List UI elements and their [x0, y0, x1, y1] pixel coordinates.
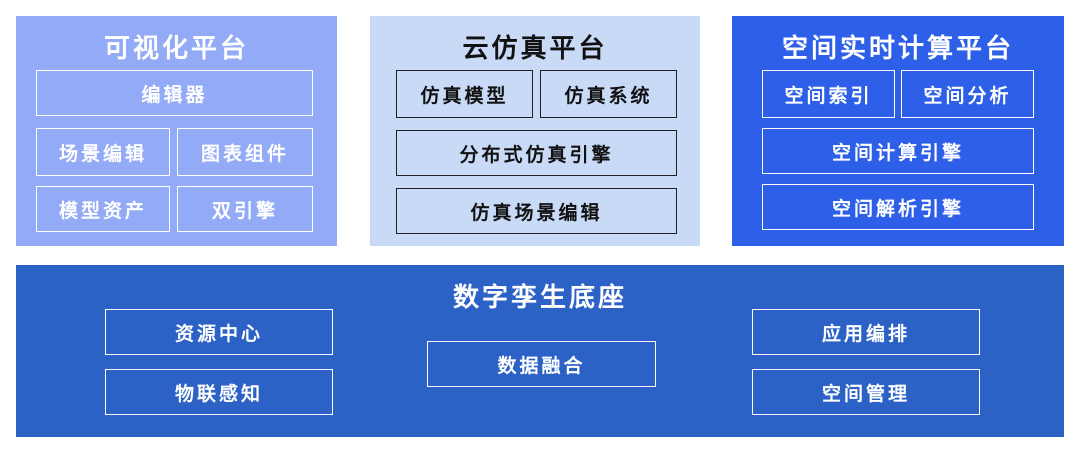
spatial-computing-platform-title: 空间实时计算平台: [781, 34, 1014, 64]
digital-twin-base-title: 数字孪生底座: [452, 283, 627, 313]
data-fusion-box: 数据融合: [427, 341, 656, 387]
spatial-parse-engine-box: 空间解析引擎: [762, 184, 1034, 230]
app-orchestration-box: 应用编排: [752, 309, 980, 355]
space-management-box: 空间管理: [752, 369, 980, 415]
chart-widget-box: 图表组件: [177, 128, 313, 176]
spatial-index-box: 空间索引: [762, 70, 895, 118]
dual-engine-box: 双引擎: [177, 186, 313, 232]
cloud-simulation-platform-title: 云仿真平台: [462, 34, 608, 64]
scene-edit-box: 场景编辑: [36, 128, 170, 176]
iot-perception-box: 物联感知: [105, 369, 333, 415]
spatial-computing-platform-panel: 空间实时计算平台 空间索引 空间分析 空间计算引擎 空间解析引擎: [732, 16, 1064, 246]
spatial-analysis-box: 空间分析: [901, 70, 1034, 118]
editor-box: 编辑器: [36, 70, 313, 116]
sim-system-box: 仿真系统: [540, 70, 677, 118]
cloud-simulation-platform-panel: 云仿真平台 仿真模型 仿真系统 分布式仿真引擎 仿真场景编辑: [370, 16, 700, 246]
resource-center-box: 资源中心: [105, 309, 333, 355]
visualization-platform-title: 可视化平台: [103, 34, 249, 64]
model-asset-box: 模型资产: [36, 186, 170, 232]
sim-scene-edit-box: 仿真场景编辑: [396, 188, 677, 234]
sim-model-box: 仿真模型: [396, 70, 533, 118]
distributed-sim-engine-box: 分布式仿真引擎: [396, 130, 677, 176]
visualization-platform-panel: 可视化平台 编辑器 场景编辑 图表组件 模型资产 双引擎: [16, 16, 337, 246]
spatial-compute-engine-box: 空间计算引擎: [762, 128, 1034, 174]
digital-twin-base-panel: 数字孪生底座 资源中心 物联感知 数据融合 应用编排 空间管理: [16, 265, 1064, 437]
